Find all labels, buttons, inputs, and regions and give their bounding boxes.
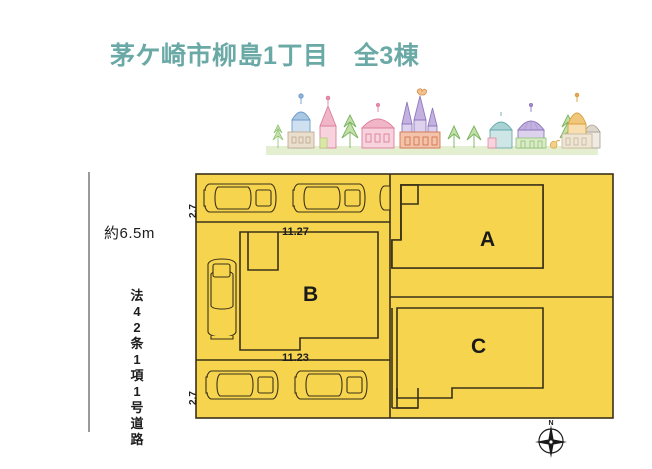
dimension-lower-width: 11.23 xyxy=(282,352,309,364)
car-bottom-1 xyxy=(205,370,279,400)
road-type-char: 4 xyxy=(133,304,141,319)
road-type-char: 1 xyxy=(133,352,141,367)
plot-label-c: C xyxy=(471,335,487,358)
site-plan: 約6.5m 法 4 2 条 1 項 1 号 道 路 xyxy=(0,160,652,464)
plot-label-b: B xyxy=(303,283,319,306)
road-type-char: 条 xyxy=(130,336,144,351)
dimension-top-depth: 2.7 xyxy=(188,204,199,218)
building-b-notch xyxy=(247,232,279,271)
car-top-1 xyxy=(203,183,277,213)
building-c-outline xyxy=(396,307,544,399)
lot-drawing xyxy=(195,173,614,419)
building-b-outline xyxy=(239,231,379,351)
car-top-3-partial xyxy=(379,185,391,211)
road-type-char: 号 xyxy=(130,400,144,415)
road-type-char: 2 xyxy=(133,320,141,335)
road-type-char: 1 xyxy=(133,384,141,399)
compass-north-label: N xyxy=(548,420,553,427)
building-a-body xyxy=(391,184,544,269)
road-type-label: 法 4 2 条 1 項 1 号 道 路 xyxy=(126,288,148,448)
plot-label-a: A xyxy=(480,228,496,251)
road-width-label: 約6.5m xyxy=(104,225,155,242)
compass-rose: N xyxy=(530,418,572,460)
car-side-1 xyxy=(207,258,237,340)
road-type-char: 路 xyxy=(130,432,144,447)
car-top-2 xyxy=(292,183,366,213)
road-type-char: 項 xyxy=(130,368,144,383)
townscape-illustration xyxy=(262,84,602,160)
road-type-char: 法 xyxy=(130,288,144,303)
road-boundary-line xyxy=(88,172,90,432)
road-type-char: 道 xyxy=(130,416,144,431)
car-bottom-2 xyxy=(294,370,368,400)
dimension-upper-width: 11.27 xyxy=(282,226,309,238)
dimension-bottom-depth: 2.7 xyxy=(188,391,199,405)
page-title: 茅ケ崎市柳島1丁目 全3棟 xyxy=(110,42,420,70)
